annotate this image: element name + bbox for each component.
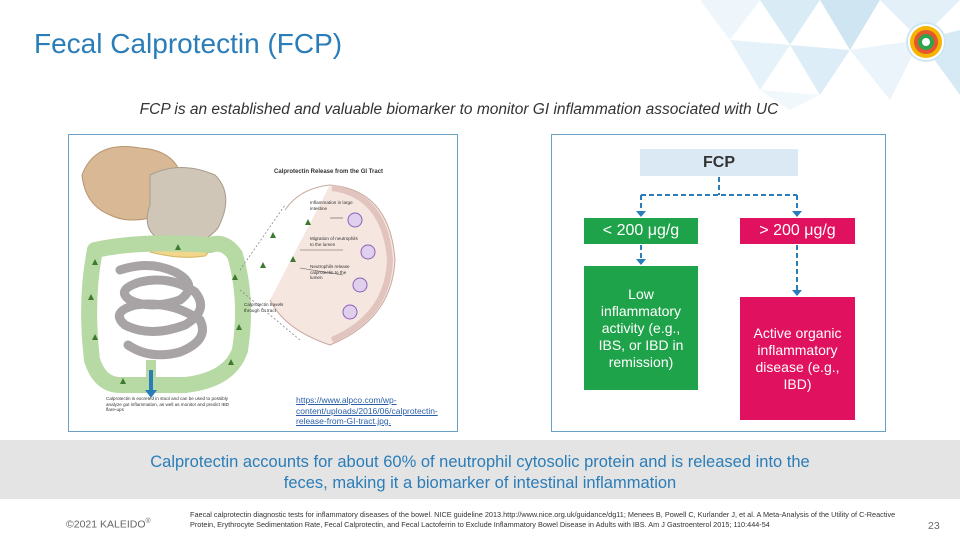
copyright: ©2021 KALEIDO® — [66, 518, 151, 531]
registered-mark: ® — [145, 518, 151, 525]
low-threshold-box: < 200 μg/g — [584, 218, 698, 244]
label-release: Neutrophils release calprotectin to the … — [310, 264, 350, 281]
calprotectin-marker — [228, 359, 234, 365]
calprotectin-marker — [175, 244, 181, 250]
key-message-banner — [0, 440, 960, 499]
low-result-text: Low inflammatory activity (e.g., IBS, or… — [598, 285, 684, 370]
high-threshold-box: > 200 μg/g — [740, 218, 855, 244]
calprotectin-marker — [120, 378, 126, 384]
source-link[interactable]: https://www.alpco.com/wp-content/uploads… — [296, 395, 438, 426]
mandala-icon — [910, 26, 942, 58]
slide-subtitle: FCP is an established and valuable bioma… — [139, 101, 779, 118]
low-result-box: Low inflammatory activity (e.g., IBS, or… — [584, 266, 698, 390]
page-number: 23 — [928, 520, 940, 532]
calprotectin-marker — [232, 274, 238, 280]
high-result-box: Active organic inflammatory disease (e.g… — [740, 297, 855, 420]
calprotectin-marker — [92, 259, 98, 265]
label-migration: Migration of neutrophils to the lumen — [310, 236, 358, 247]
illustration-caption: Calprotectin is excreted in stool and ca… — [106, 396, 230, 413]
slide-title: Fecal Calprotectin (FCP) — [34, 28, 343, 59]
label-travels: Calprotectin travels through GI tract — [244, 302, 284, 313]
calprotectin-marker — [290, 256, 296, 262]
calprotectin-marker — [305, 219, 311, 225]
high-result-text: Active organic inflammatory disease (e.g… — [753, 324, 842, 392]
neutrophil-cell — [347, 212, 363, 228]
illustration-heading: Calprotectin Release from the GI Tract — [274, 169, 384, 175]
calprotectin-marker — [92, 334, 98, 340]
neutrophil-cell — [342, 304, 358, 320]
label-inflammation: Inflammation in large intestine — [310, 200, 353, 211]
calprotectin-marker — [236, 324, 242, 330]
neutrophil-cell — [360, 244, 376, 260]
fcp-root-box: FCP — [640, 149, 798, 176]
reference-text: Faecal calprotectin diagnostic tests for… — [190, 510, 896, 529]
copyright-text: ©2021 KALEIDO — [66, 518, 146, 531]
calprotectin-marker — [260, 262, 266, 268]
neutrophil-cell — [352, 277, 368, 293]
calprotectin-marker — [88, 294, 94, 300]
header-decoration — [700, 0, 960, 110]
kaleido-logo — [906, 22, 946, 62]
calprotectin-marker — [270, 232, 276, 238]
key-message-text: Calprotectin accounts for about 60% of n… — [150, 453, 810, 492]
